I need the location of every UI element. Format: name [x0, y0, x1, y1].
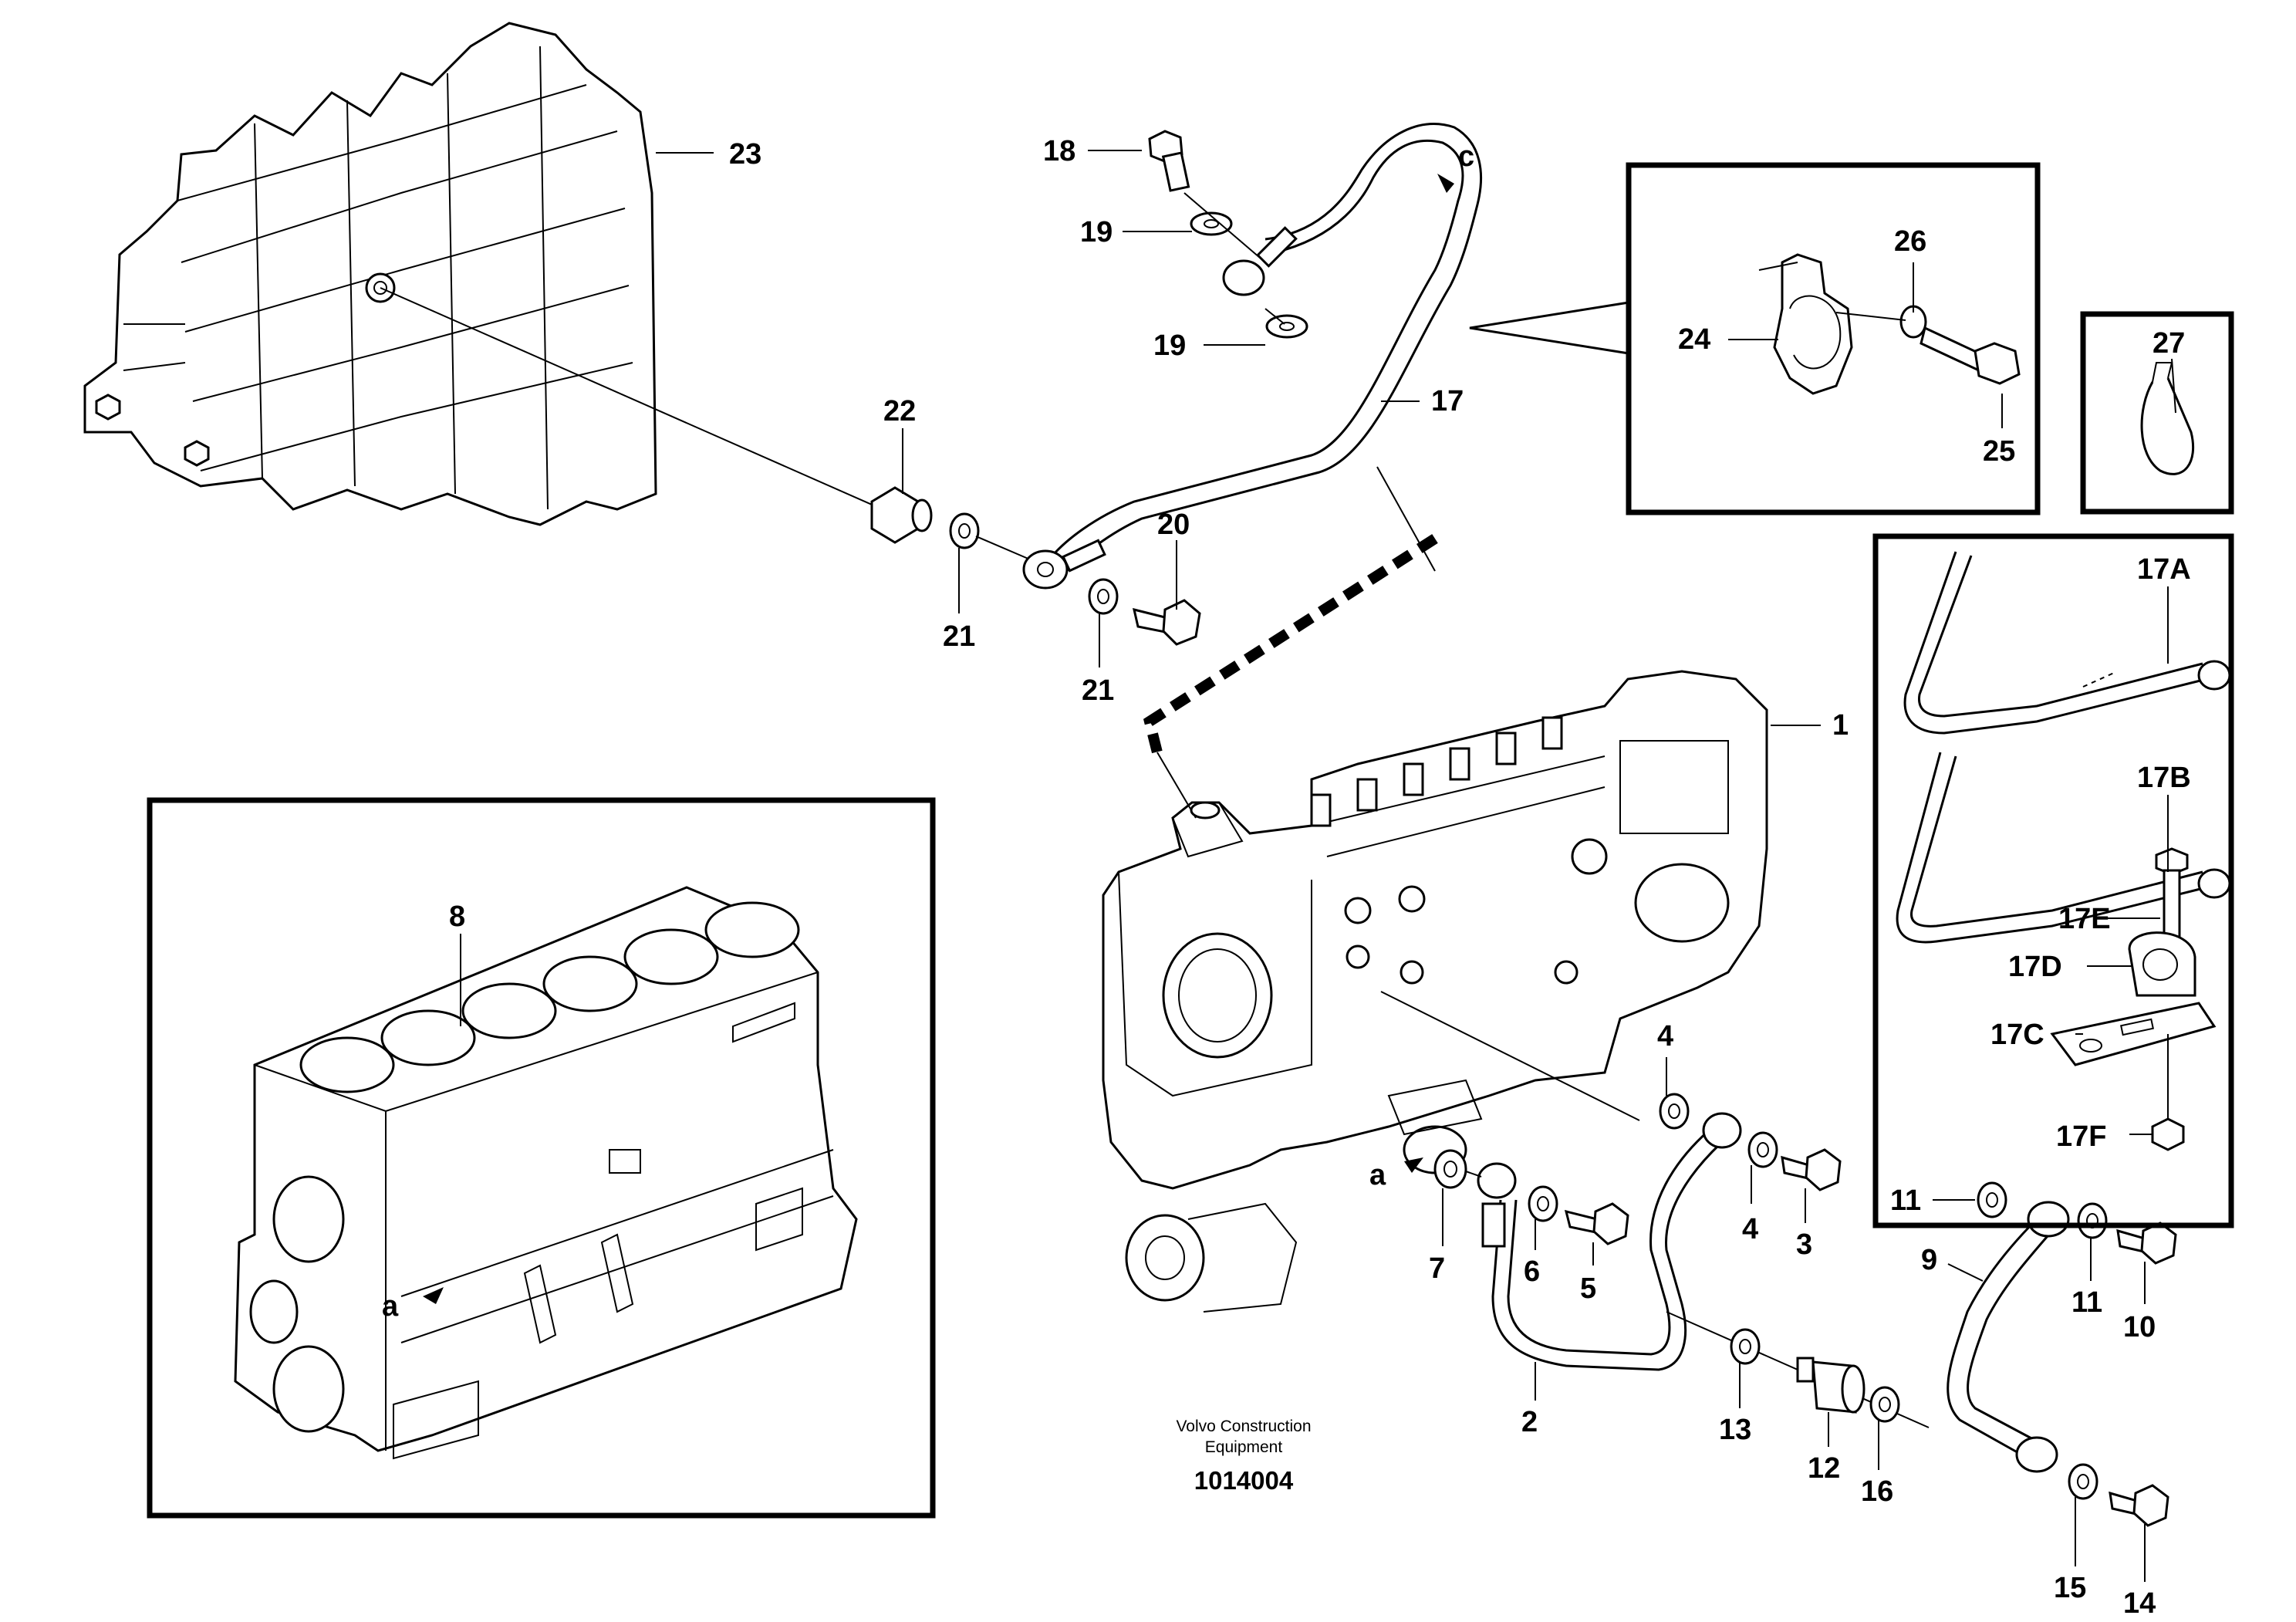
part-11-washer-upper [1977, 1181, 2007, 1218]
part-19-washer-bottom [1265, 314, 1308, 339]
part-1-injection-pump [1102, 670, 1768, 1313]
callout-8: 8 [449, 901, 465, 933]
callout-17d: 17D [2008, 951, 2062, 983]
part-16-washer [1869, 1386, 1900, 1423]
pump-delivery-valves [1310, 716, 1563, 827]
callout-1: 1 [1832, 709, 1849, 742]
inset-frame-cable-tie [2080, 311, 2234, 515]
callout-12: 12 [1808, 1452, 1840, 1485]
callout-6: 6 [1524, 1255, 1540, 1288]
part-12-filter-fitting [1796, 1357, 1866, 1414]
inset-frame-pipe-variants [1872, 533, 2234, 1228]
part-3-banjo-bolt [1781, 1148, 1842, 1191]
part-20-banjo-bolt [1132, 599, 1201, 646]
part-15-washer [2068, 1463, 2098, 1500]
part-8-engine-block [234, 886, 858, 1460]
callout-labels: 23 18 19 19 17 c 22 20 21 21 1 4 4 3 a 7… [382, 135, 2191, 1620]
part-25-bolt [1920, 326, 2021, 385]
callout-17f: 17F [2056, 1120, 2106, 1153]
callout-26: 26 [1894, 225, 1926, 258]
callout-3: 3 [1796, 1228, 1812, 1261]
marker-arrow-a-pump [1404, 1157, 1423, 1173]
part-5-banjo-bolt [1564, 1202, 1629, 1245]
pump-outlet-ports [1344, 838, 1608, 985]
part-17-pipe [1022, 123, 1482, 590]
part-24-clamp [1758, 253, 1853, 395]
part-14-banjo-bolt [2109, 1484, 2169, 1527]
part-17e-bolt [2155, 847, 2189, 941]
callout-11-lower: 11 [2071, 1286, 2102, 1319]
part-4-washer-lower [1747, 1131, 1778, 1168]
callout-24: 24 [1678, 323, 1710, 356]
callout-16: 16 [1861, 1475, 1893, 1508]
callout-15: 15 [2054, 1572, 2086, 1604]
callout-21-left: 21 [943, 620, 975, 653]
part-22-union-nut [870, 486, 933, 544]
callout-18: 18 [1043, 135, 1075, 167]
callout-17b: 17B [2137, 762, 2191, 794]
part-4-washer-upper [1659, 1093, 1690, 1130]
callout-10: 10 [2123, 1311, 2156, 1343]
callout-19-bottom: 19 [1153, 329, 1186, 362]
part-7-washer [1433, 1149, 1467, 1189]
callout-14: 14 [2123, 1587, 2156, 1620]
part-17f-nut [2151, 1034, 2185, 1151]
marker-arrow-c [1437, 174, 1454, 193]
marker-c: c [1458, 140, 1474, 173]
diagram-caption: Volvo Construction Equipment 1014004 [1176, 1418, 1311, 1495]
callout-22: 22 [883, 395, 916, 427]
part-27-cable-tie [2140, 362, 2195, 475]
callout-4-upper: 4 [1657, 1020, 1673, 1053]
callout-19-top: 19 [1080, 216, 1113, 248]
part-10-banjo-bolt [2116, 1222, 2177, 1265]
part-17a-pipe-variant [1903, 551, 2231, 735]
part-21-washer-right [1088, 578, 1119, 615]
callout-17: 17 [1431, 385, 1464, 417]
callout-25: 25 [1983, 435, 2015, 468]
leader-lines [460, 150, 2176, 1582]
document-number: 1014004 [1194, 1466, 1294, 1495]
route-dashed-line [1143, 534, 1438, 754]
marker-a-block: a [382, 1290, 399, 1323]
callout-9: 9 [1921, 1244, 1937, 1276]
part-9-pipe [1947, 1201, 2070, 1473]
callout-13: 13 [1719, 1414, 1751, 1446]
callout-17a: 17A [2137, 553, 2191, 586]
caption-line-2: Equipment [1205, 1438, 1283, 1456]
callout-4-lower: 4 [1742, 1213, 1758, 1245]
part-17b-pipe-variant [1896, 752, 2231, 944]
callout-5: 5 [1580, 1272, 1596, 1305]
cylinder-bores [299, 901, 800, 1093]
callout-17e: 17E [2058, 903, 2111, 935]
marker-a-pump: a [1369, 1159, 1386, 1191]
part-6-washer [1528, 1185, 1558, 1222]
part-23-cover-housing [83, 22, 657, 526]
inset-callout-pointer [1469, 301, 1629, 355]
part-17d-clamp [2128, 931, 2196, 997]
caption-line-1: Volvo Construction [1176, 1418, 1311, 1435]
callout-17c: 17C [1990, 1019, 2044, 1051]
part-18-banjo-bolt [1148, 130, 1190, 192]
part-19-washer-top [1190, 211, 1233, 236]
callout-27: 27 [2152, 327, 2185, 360]
marker-arrow-a-block [423, 1287, 444, 1304]
callout-21-right: 21 [1082, 674, 1114, 707]
part-2-return-pipe [1477, 1112, 1742, 1371]
callout-11-upper: 11 [1890, 1184, 1921, 1217]
part-17c-bracket [2050, 1002, 2217, 1066]
inset-frame-clamp [1626, 162, 2041, 515]
callout-7: 7 [1429, 1252, 1445, 1285]
inset-frame-engine-block [147, 797, 936, 1519]
part-21-washer-left [949, 512, 980, 549]
callout-23: 23 [729, 138, 761, 171]
callout-20: 20 [1157, 509, 1190, 541]
callout-2: 2 [1521, 1406, 1538, 1438]
part-11-washer-lower [2077, 1202, 2108, 1239]
part-13-washer [1730, 1328, 1761, 1365]
